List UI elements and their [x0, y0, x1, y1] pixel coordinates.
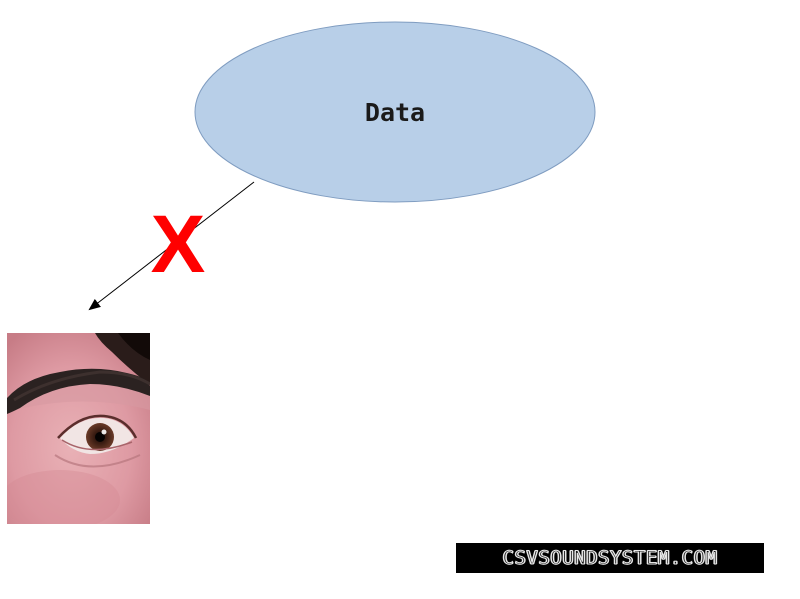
data-node-label: Data	[365, 98, 425, 127]
watermark-box	[456, 543, 764, 573]
blocked-x-mark: X	[151, 199, 206, 290]
data-node-ellipse	[194, 21, 596, 203]
watermark-text: CSVSOUNDSYSTEM.COM	[502, 547, 718, 570]
eye-photo	[7, 333, 150, 524]
watermark-logo: CSVSOUNDSYSTEM.COM	[456, 543, 764, 573]
flow-arrow	[88, 181, 255, 311]
